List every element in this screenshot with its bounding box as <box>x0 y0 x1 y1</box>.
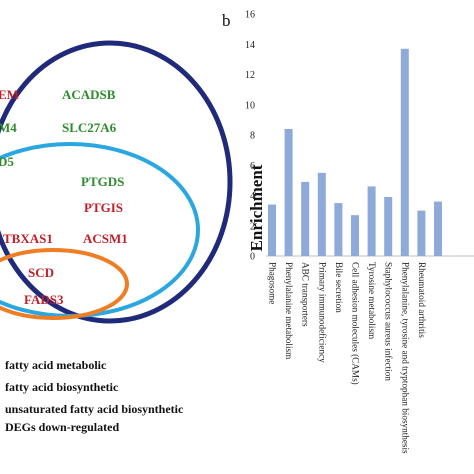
ellipse-unsaturated-fatty-acid-biosynthetic <box>0 248 129 320</box>
bar <box>334 203 343 256</box>
bar <box>301 181 310 256</box>
bar <box>400 48 409 256</box>
gene-label-scd: SCD <box>28 265 54 280</box>
bar <box>384 197 393 256</box>
bars <box>268 48 442 256</box>
y-tick-label: 12 <box>245 70 255 81</box>
legend-degs-down-regulated: DEGs down-regulated <box>5 420 119 434</box>
bar <box>317 172 326 256</box>
bar <box>417 210 426 256</box>
gene-label-acadsb: ACADSB <box>62 87 116 102</box>
y-tick-label: 0 <box>250 252 255 263</box>
category-label: Rheumatoid arthritis <box>417 262 427 338</box>
gene-label-cut-lower-left: D5 <box>0 154 14 169</box>
ellipse-fatty-acid-metabolic <box>0 40 233 324</box>
gene-label-tbxas1: TBXAS1 <box>3 231 53 246</box>
gene-label-fads3: FADS3 <box>24 292 64 307</box>
category-label: Bile secretion <box>334 262 344 313</box>
bar <box>434 201 442 256</box>
category-label: ABC transporters <box>301 262 311 327</box>
category-label: Tyrosine metabolism <box>367 262 377 339</box>
y-tick-label: 16 <box>245 10 255 21</box>
bar <box>284 128 293 256</box>
y-tick-label: 14 <box>245 40 255 51</box>
legend-fatty-acid-biosynthetic: fatty acid biosynthetic <box>5 380 119 394</box>
ellipse-fatty-acid-biosynthetic <box>0 142 200 318</box>
y-tick-label: 2 <box>250 221 255 232</box>
y-axis-title: Enrichment <box>247 164 266 251</box>
category-labels: Phagosome Phenylalanine metabolism ABC tra… <box>268 262 427 454</box>
legend-fatty-acid-metabolic: fatty acid metabolic <box>5 358 107 372</box>
panel-b: b Enrichment 0 2 4 6 8 10 12 14 16 Phagosome Phen… <box>222 10 474 454</box>
y-tick-label: 6 <box>250 161 255 172</box>
panel-b-label: b <box>222 11 231 30</box>
y-tick-label: 10 <box>245 100 255 111</box>
category-label: Primary immunodeficiency <box>317 262 327 363</box>
category-label: Staphylococcus aureus infection <box>384 262 394 381</box>
gene-label-acsm1: ACSM1 <box>83 231 128 246</box>
category-label: Cell adhesion molecules (CAMs) <box>351 262 361 385</box>
category-label: Phenylalanine, tyrosine and tryptophan b… <box>400 262 410 454</box>
bar <box>351 215 359 256</box>
y-axis-ticks: 0 2 4 6 8 10 12 14 16 <box>245 10 255 263</box>
gene-label-cut-mid-left: M4 <box>0 120 17 135</box>
y-tick-label: 4 <box>250 191 255 202</box>
bar <box>268 204 276 256</box>
panel-a: EM ACADSB M4 SLC27A6 D5 PTGDS PTGIS TBXA… <box>0 40 233 434</box>
category-label: Phenylalanine metabolism <box>284 262 294 359</box>
gene-label-cut-top-left: EM <box>0 87 19 102</box>
bar <box>367 186 376 256</box>
gene-label-ptgis: PTGIS <box>84 200 123 215</box>
gene-label-slc27a6: SLC27A6 <box>62 120 117 135</box>
gene-label-ptgds: PTGDS <box>81 174 124 189</box>
category-label: Phagosome <box>268 262 278 304</box>
legend-unsaturated-fatty-acid-biosynthetic: unsaturated fatty acid biosynthetic <box>5 402 184 416</box>
y-tick-label: 8 <box>250 131 255 142</box>
